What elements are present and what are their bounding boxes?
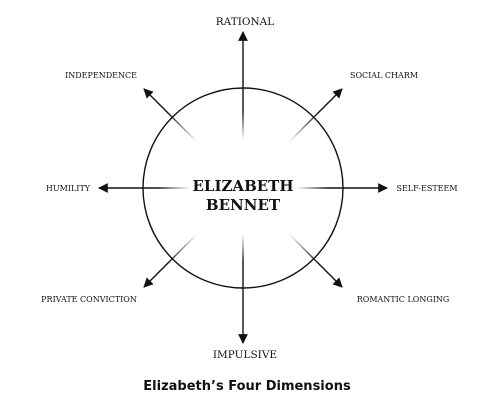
label-top: RATIONAL [216,16,274,28]
label-bottom: IMPULSIVE [213,349,277,361]
center-name-line2: BENNET [206,196,281,214]
arrow-bottom-right [288,233,343,288]
diagram-caption: Elizabeth’s Four Dimensions [143,379,351,394]
arrow-top-right [288,88,343,143]
arrow-bottom-left [143,233,198,288]
label-bottom-left: PRIVATE CONVICTION [41,295,137,304]
label-right: SELF-ESTEEM [396,184,457,193]
label-top-right: SOCIAL CHARM [350,71,418,80]
label-bottom-right: ROMANTIC LONGING [357,295,450,304]
label-left: HUMILITY [46,184,91,193]
arrow-top-left [143,88,198,143]
label-top-left: INDEPENDENCE [65,71,137,80]
center-name-line1: ELIZABETH [192,177,293,195]
